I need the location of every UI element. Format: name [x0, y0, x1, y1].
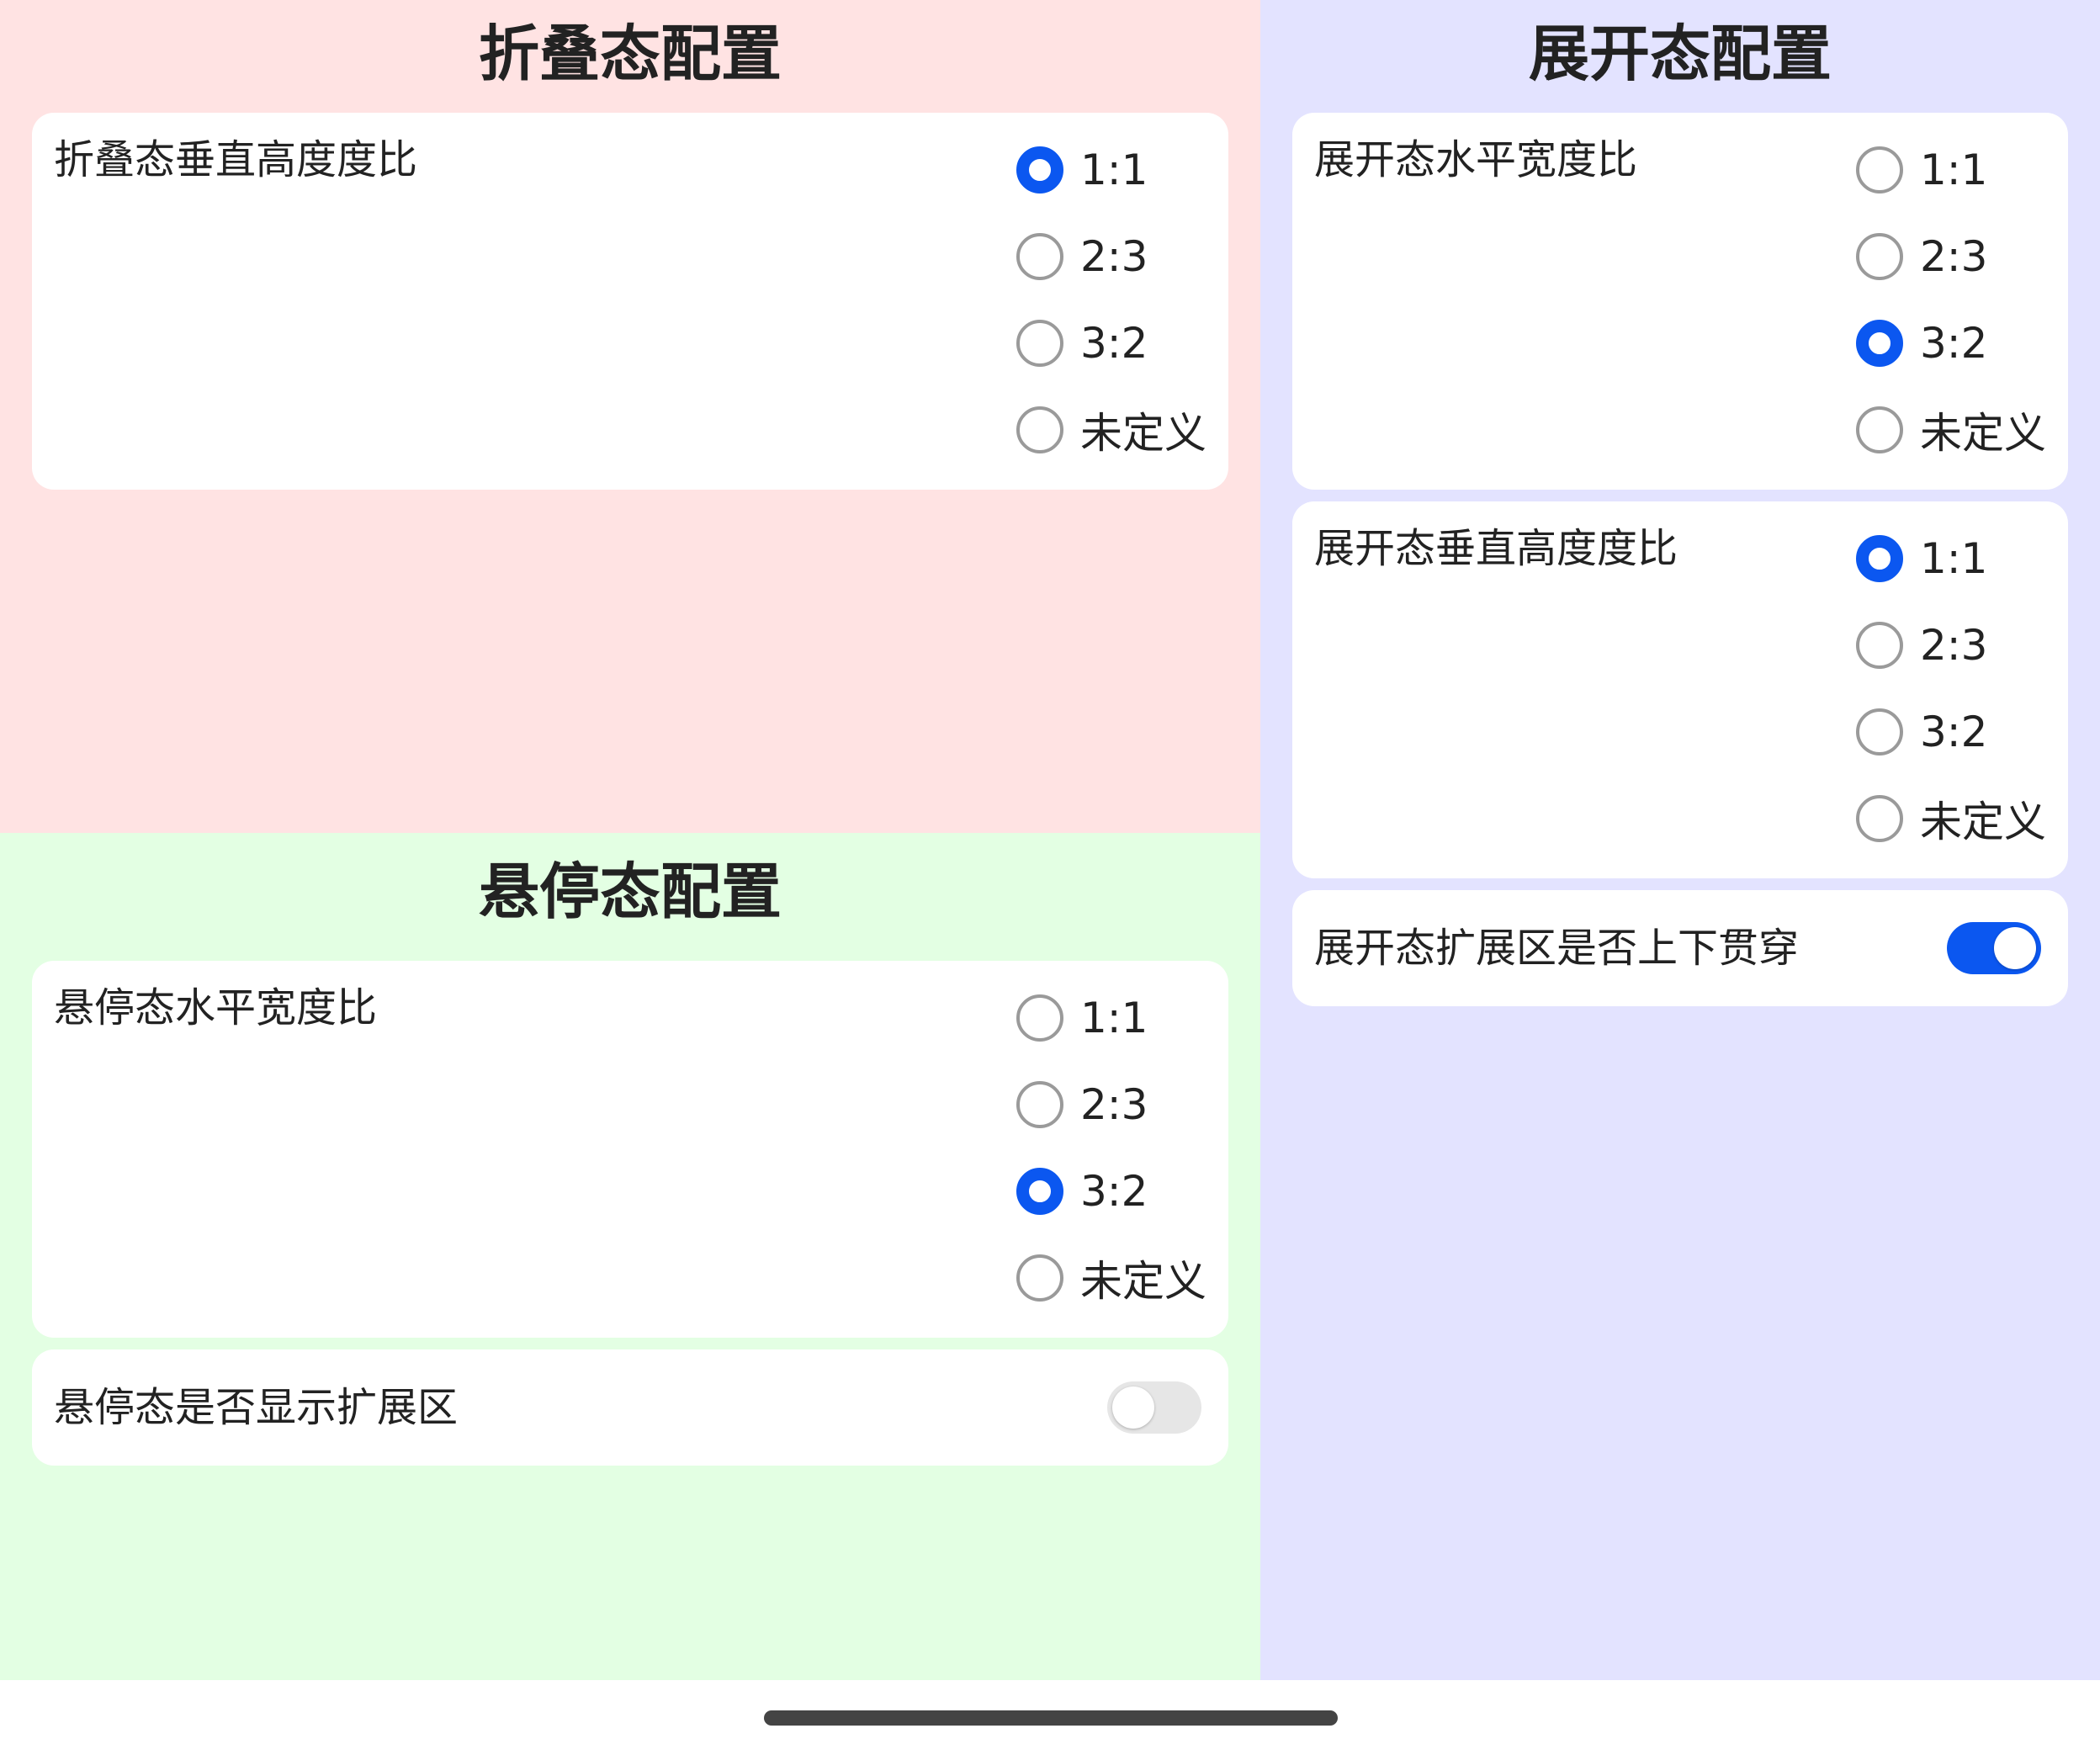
radio-option-1-1[interactable]: 1:1: [1856, 136, 1987, 204]
folded-panel-title: 折叠态配置: [478, 19, 782, 89]
radio-button[interactable]: [1016, 994, 1063, 1042]
radio-label: 2:3: [1920, 621, 1988, 670]
radio-button[interactable]: [1856, 535, 1903, 582]
radio-label: 未定义: [1920, 409, 2046, 458]
hover-config-panel: 悬停态配置 悬停态水平宽度比 1:1 2:3 3:2 未定义 悬停态是否显示扩展…: [0, 833, 1260, 1680]
hover-show-extension-toggle[interactable]: [1107, 1381, 1201, 1434]
hover-horizontal-ratio-card: 悬停态水平宽度比 1:1 2:3 3:2 未定义: [32, 961, 1228, 1338]
radio-option-2-3[interactable]: 2:3: [1856, 612, 1987, 679]
hover-panel-title: 悬停态配置: [478, 856, 782, 927]
radio-button[interactable]: [1856, 233, 1903, 280]
radio-button[interactable]: [1016, 406, 1063, 453]
radio-button[interactable]: [1016, 233, 1063, 280]
hover-show-extension-label: 悬停态是否显示扩展区: [54, 1384, 459, 1431]
expanded-horizontal-ratio-card: 展开态水平宽度比 1:1 2:3 3:2 未定义: [1292, 113, 2068, 490]
radio-label: 3:2: [1920, 708, 1988, 756]
toggle-knob: [1112, 1387, 1154, 1429]
radio-option-2-3[interactable]: 2:3: [1016, 1071, 1148, 1138]
radio-label: 3:2: [1080, 1167, 1148, 1216]
radio-button[interactable]: [1856, 406, 1903, 453]
radio-option-undefined[interactable]: 未定义: [1016, 396, 1206, 464]
radio-label: 1:1: [1920, 146, 1988, 194]
radio-label: 2:3: [1080, 1080, 1148, 1129]
radio-button[interactable]: [1016, 320, 1063, 367]
radio-option-1-1[interactable]: 1:1: [1016, 984, 1148, 1052]
radio-button[interactable]: [1856, 146, 1903, 194]
radio-option-2-3[interactable]: 2:3: [1016, 223, 1148, 290]
expanded-horizontal-ratio-label: 展开态水平宽度比: [1314, 136, 1638, 183]
radio-option-undefined[interactable]: 未定义: [1016, 1244, 1206, 1312]
radio-option-undefined[interactable]: 未定义: [1856, 396, 2046, 464]
expanded-panel-title: 展开态配置: [1528, 19, 1832, 89]
hover-horizontal-ratio-label: 悬停态水平宽度比: [54, 984, 378, 1031]
radio-option-3-2[interactable]: 3:2: [1856, 310, 1987, 377]
radio-option-1-1[interactable]: 1:1: [1016, 136, 1148, 204]
radio-button[interactable]: [1016, 146, 1063, 194]
radio-button[interactable]: [1856, 622, 1903, 669]
expanded-extension-span-label: 展开态扩展区是否上下贯穿: [1314, 925, 1800, 972]
radio-label: 1:1: [1080, 994, 1148, 1042]
radio-option-3-2[interactable]: 3:2: [1016, 310, 1148, 377]
radio-label: 1:1: [1080, 146, 1148, 194]
folded-vertical-ratio-label: 折叠态垂直高度度比: [54, 136, 418, 183]
expanded-vertical-ratio-label: 展开态垂直高度度比: [1314, 525, 1678, 572]
radio-option-3-2[interactable]: 3:2: [1856, 698, 1987, 766]
home-indicator[interactable]: [764, 1710, 1338, 1726]
radio-button[interactable]: [1016, 1168, 1063, 1215]
expanded-extension-span-card: 展开态扩展区是否上下贯穿: [1292, 890, 2068, 1006]
radio-label: 1:1: [1920, 534, 1988, 583]
radio-label: 3:2: [1920, 319, 1988, 368]
radio-option-1-1[interactable]: 1:1: [1856, 525, 1987, 592]
expanded-config-panel: 展开态配置 展开态水平宽度比 1:1 2:3 3:2 未定义 展开态垂直高度度比: [1260, 0, 2100, 1680]
radio-label: 2:3: [1920, 232, 1988, 281]
radio-option-3-2[interactable]: 3:2: [1016, 1158, 1148, 1225]
folded-config-panel: 折叠态配置 折叠态垂直高度度比 1:1 2:3 3:2 未定义: [0, 0, 1260, 833]
radio-label: 3:2: [1080, 319, 1148, 368]
toggle-knob: [1994, 927, 2036, 969]
radio-option-2-3[interactable]: 2:3: [1856, 223, 1987, 290]
hover-show-extension-card: 悬停态是否显示扩展区: [32, 1349, 1228, 1466]
radio-label: 未定义: [1080, 409, 1206, 458]
radio-label: 2:3: [1080, 232, 1148, 281]
radio-button[interactable]: [1016, 1081, 1063, 1128]
radio-button[interactable]: [1856, 320, 1903, 367]
radio-button[interactable]: [1856, 708, 1903, 756]
expanded-vertical-ratio-card: 展开态垂直高度度比 1:1 2:3 3:2 未定义: [1292, 501, 2068, 878]
radio-option-undefined[interactable]: 未定义: [1856, 785, 2046, 852]
folded-vertical-ratio-card: 折叠态垂直高度度比 1:1 2:3 3:2 未定义: [32, 113, 1228, 490]
expanded-extension-span-toggle[interactable]: [1947, 922, 2041, 974]
radio-button[interactable]: [1016, 1254, 1063, 1302]
radio-button[interactable]: [1856, 795, 1903, 842]
radio-label: 未定义: [1080, 1257, 1206, 1306]
radio-label: 未定义: [1920, 798, 2046, 846]
